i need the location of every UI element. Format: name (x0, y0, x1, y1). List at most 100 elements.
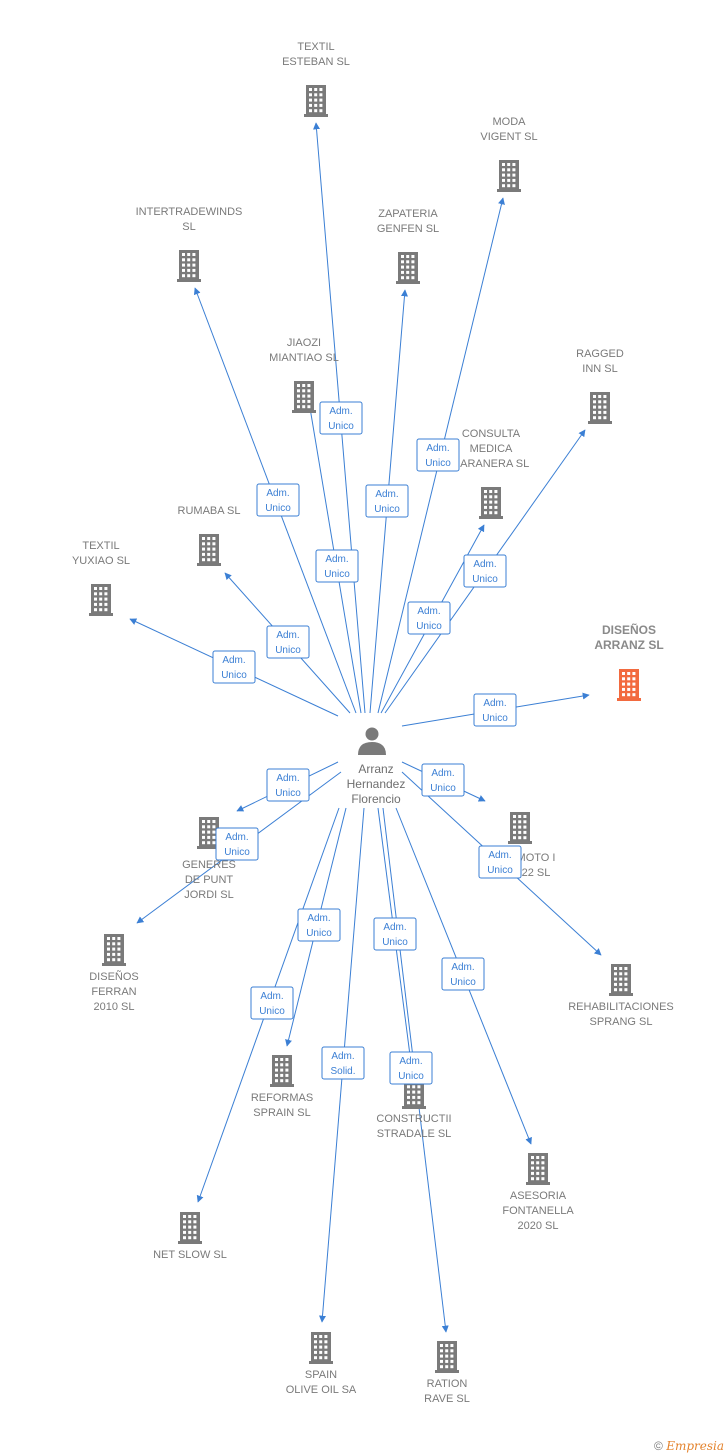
company-label-line: CONSULTA (462, 428, 521, 440)
role-text: Adm. (431, 768, 454, 779)
role-text: Unico (482, 713, 508, 724)
role-text: Adm. (331, 1051, 354, 1062)
company-label-line: ZAPATERIA (378, 208, 438, 220)
role-text: Adm. (276, 630, 299, 641)
role-badge-generes[interactable]: Adm.Unico (266, 768, 310, 802)
company-label-line: INTERTRADEWINDS (136, 206, 243, 218)
role-text: Adm. (329, 406, 352, 417)
role-badge-moda-vigent[interactable]: Adm.Unico (416, 438, 460, 472)
role-badge-zapateria-genfen[interactable]: Adm.Unico (365, 484, 409, 518)
role-badge-reformas[interactable]: Adm.Unico (297, 908, 341, 942)
edges-layer (129, 122, 602, 1333)
company-label-line: SPAIN (305, 1369, 337, 1381)
role-text: Adm. (488, 850, 511, 861)
role-badge-constructii[interactable]: Adm. Unico (373, 917, 417, 951)
company-label-line: JORDI SL (184, 889, 234, 901)
building-icon (197, 817, 221, 849)
company-node-constructii[interactable]: CONSTRUCTII STRADALE SL (376, 1077, 452, 1140)
edge-jiaozi-miantiao (303, 383, 362, 714)
company-label-line: STRADALE SL (377, 1128, 452, 1140)
building-icon (526, 1153, 550, 1185)
role-text: Unico (324, 569, 350, 580)
building-icon (270, 1055, 294, 1087)
building-icon (309, 1332, 333, 1364)
building-icon (304, 85, 328, 117)
company-node-net-slow[interactable]: NET SLOW SL (153, 1212, 227, 1261)
role-badge-textil-yuxiao[interactable]: Adm. Unico (212, 650, 256, 684)
company-label-line: 2010 SL (94, 1001, 135, 1013)
role-badge-moto[interactable]: Adm.Unico (421, 763, 465, 797)
brand-logo[interactable]: Empresia (666, 1439, 724, 1453)
role-text: Unico (398, 1071, 424, 1082)
role-badge-intertradewinds[interactable]: Adm.Unico (256, 483, 300, 517)
role-badge-textil-esteban[interactable]: Adm.Unico (319, 401, 363, 435)
role-badge-ragged-inn[interactable]: Adm.Unico (463, 554, 507, 588)
company-label-line: MOTO I (517, 852, 556, 864)
company-label-line: FERRAN (91, 986, 136, 998)
company-node-rumaba[interactable]: RUMABA SL (178, 505, 241, 566)
company-label-line: CONSTRUCTII (376, 1113, 451, 1125)
building-icon (435, 1341, 459, 1373)
building-icon (396, 252, 420, 284)
role-text: Unico (224, 847, 250, 858)
role-badge-net-slow[interactable]: Adm.Unico (250, 986, 294, 1020)
role-text: Adm. (473, 559, 496, 570)
role-badge-asesoria[interactable]: Adm.Unico (441, 957, 485, 991)
company-label-line: REHABILITACIONES (568, 1001, 674, 1013)
role-text: Unico (259, 1006, 285, 1017)
company-node-textil-esteban[interactable]: TEXTIL ESTEBAN SL (282, 41, 350, 117)
role-badge-jiaozi-miantiao[interactable]: Adm.Unico (315, 549, 359, 583)
role-badge-rehabilitaciones[interactable]: Adm.Unico (478, 845, 522, 879)
role-text: Adm. (307, 913, 330, 924)
company-label-line: REFORMAS (251, 1092, 313, 1104)
role-text: Adm. (383, 922, 406, 933)
role-badge-spain-olive[interactable]: Adm.Solid. (321, 1046, 365, 1080)
company-label-line: 2020 SL (518, 1220, 559, 1232)
footer-credit: © Empresia (654, 1439, 724, 1453)
role-text: Adm. (426, 443, 449, 454)
company-label-line: JIAOZI (287, 337, 321, 349)
role-text: Unico (275, 645, 301, 656)
role-badge-disenos-ferran[interactable]: Adm.Unico (215, 827, 259, 861)
company-node-spain-olive[interactable]: SPAIN OLIVE OIL SA (286, 1332, 357, 1396)
role-text: Adm. (483, 698, 506, 709)
company-node-reformas[interactable]: REFORMAS SPRAIN SL (251, 1055, 313, 1119)
role-text: Adm. (222, 655, 245, 666)
company-label-line: SPRAIN SL (253, 1107, 310, 1119)
role-text: Adm. (266, 488, 289, 499)
role-text: Unico (221, 670, 247, 681)
company-label-line: OLIVE OIL SA (286, 1384, 357, 1396)
company-label-line: TEXTIL (297, 41, 334, 53)
person-name-line: Arranz (358, 762, 393, 776)
company-label-line: MODA (493, 116, 527, 128)
company-label-line: ESTEBAN SL (282, 56, 350, 68)
role-text: Unico (382, 937, 408, 948)
person-name-line: Hernandez (347, 777, 406, 791)
building-icon (609, 964, 633, 996)
company-label-line: ASESORIA (510, 1190, 567, 1202)
building-icon (479, 487, 503, 519)
company-label-line: RUMABA SL (178, 505, 241, 517)
role-badge-ration-rave[interactable]: Adm.Unico (389, 1051, 433, 1085)
company-label-line: RATION (427, 1378, 468, 1390)
role-badge-consulta-medica[interactable]: Adm.Unico (407, 601, 451, 635)
role-badge-rumaba[interactable]: Adm. Unico (266, 625, 310, 659)
role-badge-disenos-arranz[interactable]: Adm. Unico (473, 693, 517, 727)
company-node-moto[interactable]: MOTO I22 SL (508, 812, 555, 879)
building-icon (197, 534, 221, 566)
